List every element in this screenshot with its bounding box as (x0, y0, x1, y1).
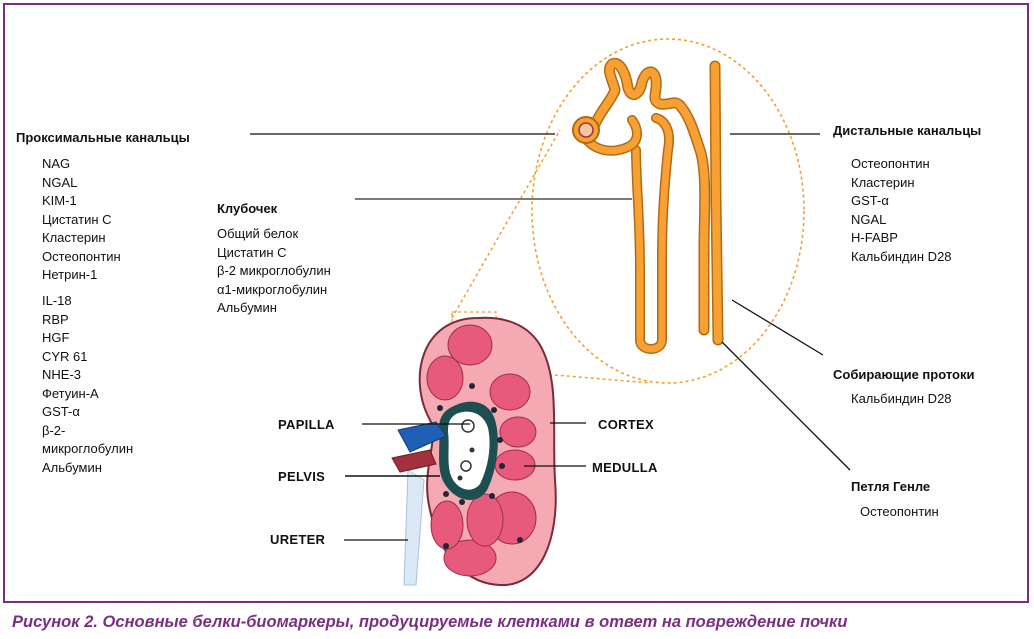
label-medulla: MEDULLA (592, 460, 658, 475)
list-item: Альбумин (42, 459, 102, 475)
label-ureter: URETER (270, 532, 326, 547)
list-item: IL-18 (42, 293, 72, 308)
list-item: β-2 микроглобулин (217, 263, 331, 278)
list-item: Альбумин (217, 300, 277, 315)
glomerulus-list: Общий белок Цистатин С β-2 микроглобулин… (217, 225, 331, 318)
zoom-ellipse (531, 38, 805, 384)
list-item: α1-микроглобулин (217, 281, 328, 297)
renal-artery (391, 449, 437, 473)
list-item: NGAL (42, 174, 78, 190)
list-item: NHE-3 (42, 367, 82, 382)
glomerulus-title: Клубочек (217, 201, 278, 216)
list-item: Фетуин-А (42, 385, 99, 401)
label-papilla: PAPILLA (278, 417, 335, 432)
papilla-dots (437, 383, 523, 549)
henle-list: Остеопонтин (860, 503, 939, 522)
list-item: NGAL (851, 211, 887, 227)
list-item: микроглобулин (42, 441, 134, 456)
list-item: Цистатин С (217, 244, 287, 260)
distal-list: Остеопонтин Кластерин GST-α NGAL H-FABP … (851, 155, 952, 266)
list-item: Кальбиндин D28 (851, 248, 952, 264)
figure-frame (3, 3, 1029, 603)
collecting-title: Собирающие протоки (833, 367, 975, 382)
proximal-list-1: NAG NGAL KIM-1 Цистатин С Кластерин Осте… (42, 155, 121, 285)
renal-vein (397, 421, 447, 453)
zoom-guide-left (451, 129, 561, 319)
ureter (403, 469, 425, 586)
renal-pelvis (448, 411, 490, 490)
list-item: NAG (42, 156, 71, 171)
glomerulus-capillaries (578, 122, 594, 138)
list-item: Цистатин С (42, 211, 112, 227)
list-item: GST-α (851, 193, 889, 208)
list-item: RBP (42, 311, 69, 327)
list-item: CYR 61 (42, 348, 88, 364)
list-item: Кластерин (851, 174, 915, 190)
distal-title: Дистальные канальцы (833, 123, 982, 138)
list-item: GST-α (42, 404, 80, 419)
figure-caption: Рисунок 2. Основные белки-биомаркеры, пр… (12, 613, 848, 631)
list-item: Кальбиндин D28 (851, 391, 952, 406)
nephron (572, 57, 724, 354)
list-item: β-2- (42, 422, 66, 438)
pointer-henle (721, 341, 851, 471)
list-item: Нетрин-1 (42, 267, 98, 282)
label-cortex: CORTEX (598, 417, 654, 432)
list-item: H-FABP (851, 230, 898, 245)
list-item: KIM-1 (42, 193, 77, 208)
henle-title: Петля Генле (851, 479, 931, 494)
pointer-collecting (731, 299, 824, 356)
list-item: Остеопонтин (860, 504, 939, 519)
list-item: HGF (42, 330, 70, 345)
list-item: Общий белок (217, 226, 299, 241)
list-item: Остеопонтин (42, 248, 121, 264)
medulla-pyramids (426, 324, 537, 577)
list-item: Кластерин (42, 230, 106, 245)
proximal-title: Проксимальные канальцы (16, 130, 190, 145)
kidney (391, 316, 557, 587)
collecting-list: Кальбиндин D28 (851, 390, 952, 409)
label-pelvis: PELVIS (278, 469, 326, 484)
proximal-list-2: IL-18 RBP HGF CYR 61 NHE-3 Фетуин-А GST-… (42, 292, 133, 477)
list-item: Остеопонтин (851, 156, 930, 171)
